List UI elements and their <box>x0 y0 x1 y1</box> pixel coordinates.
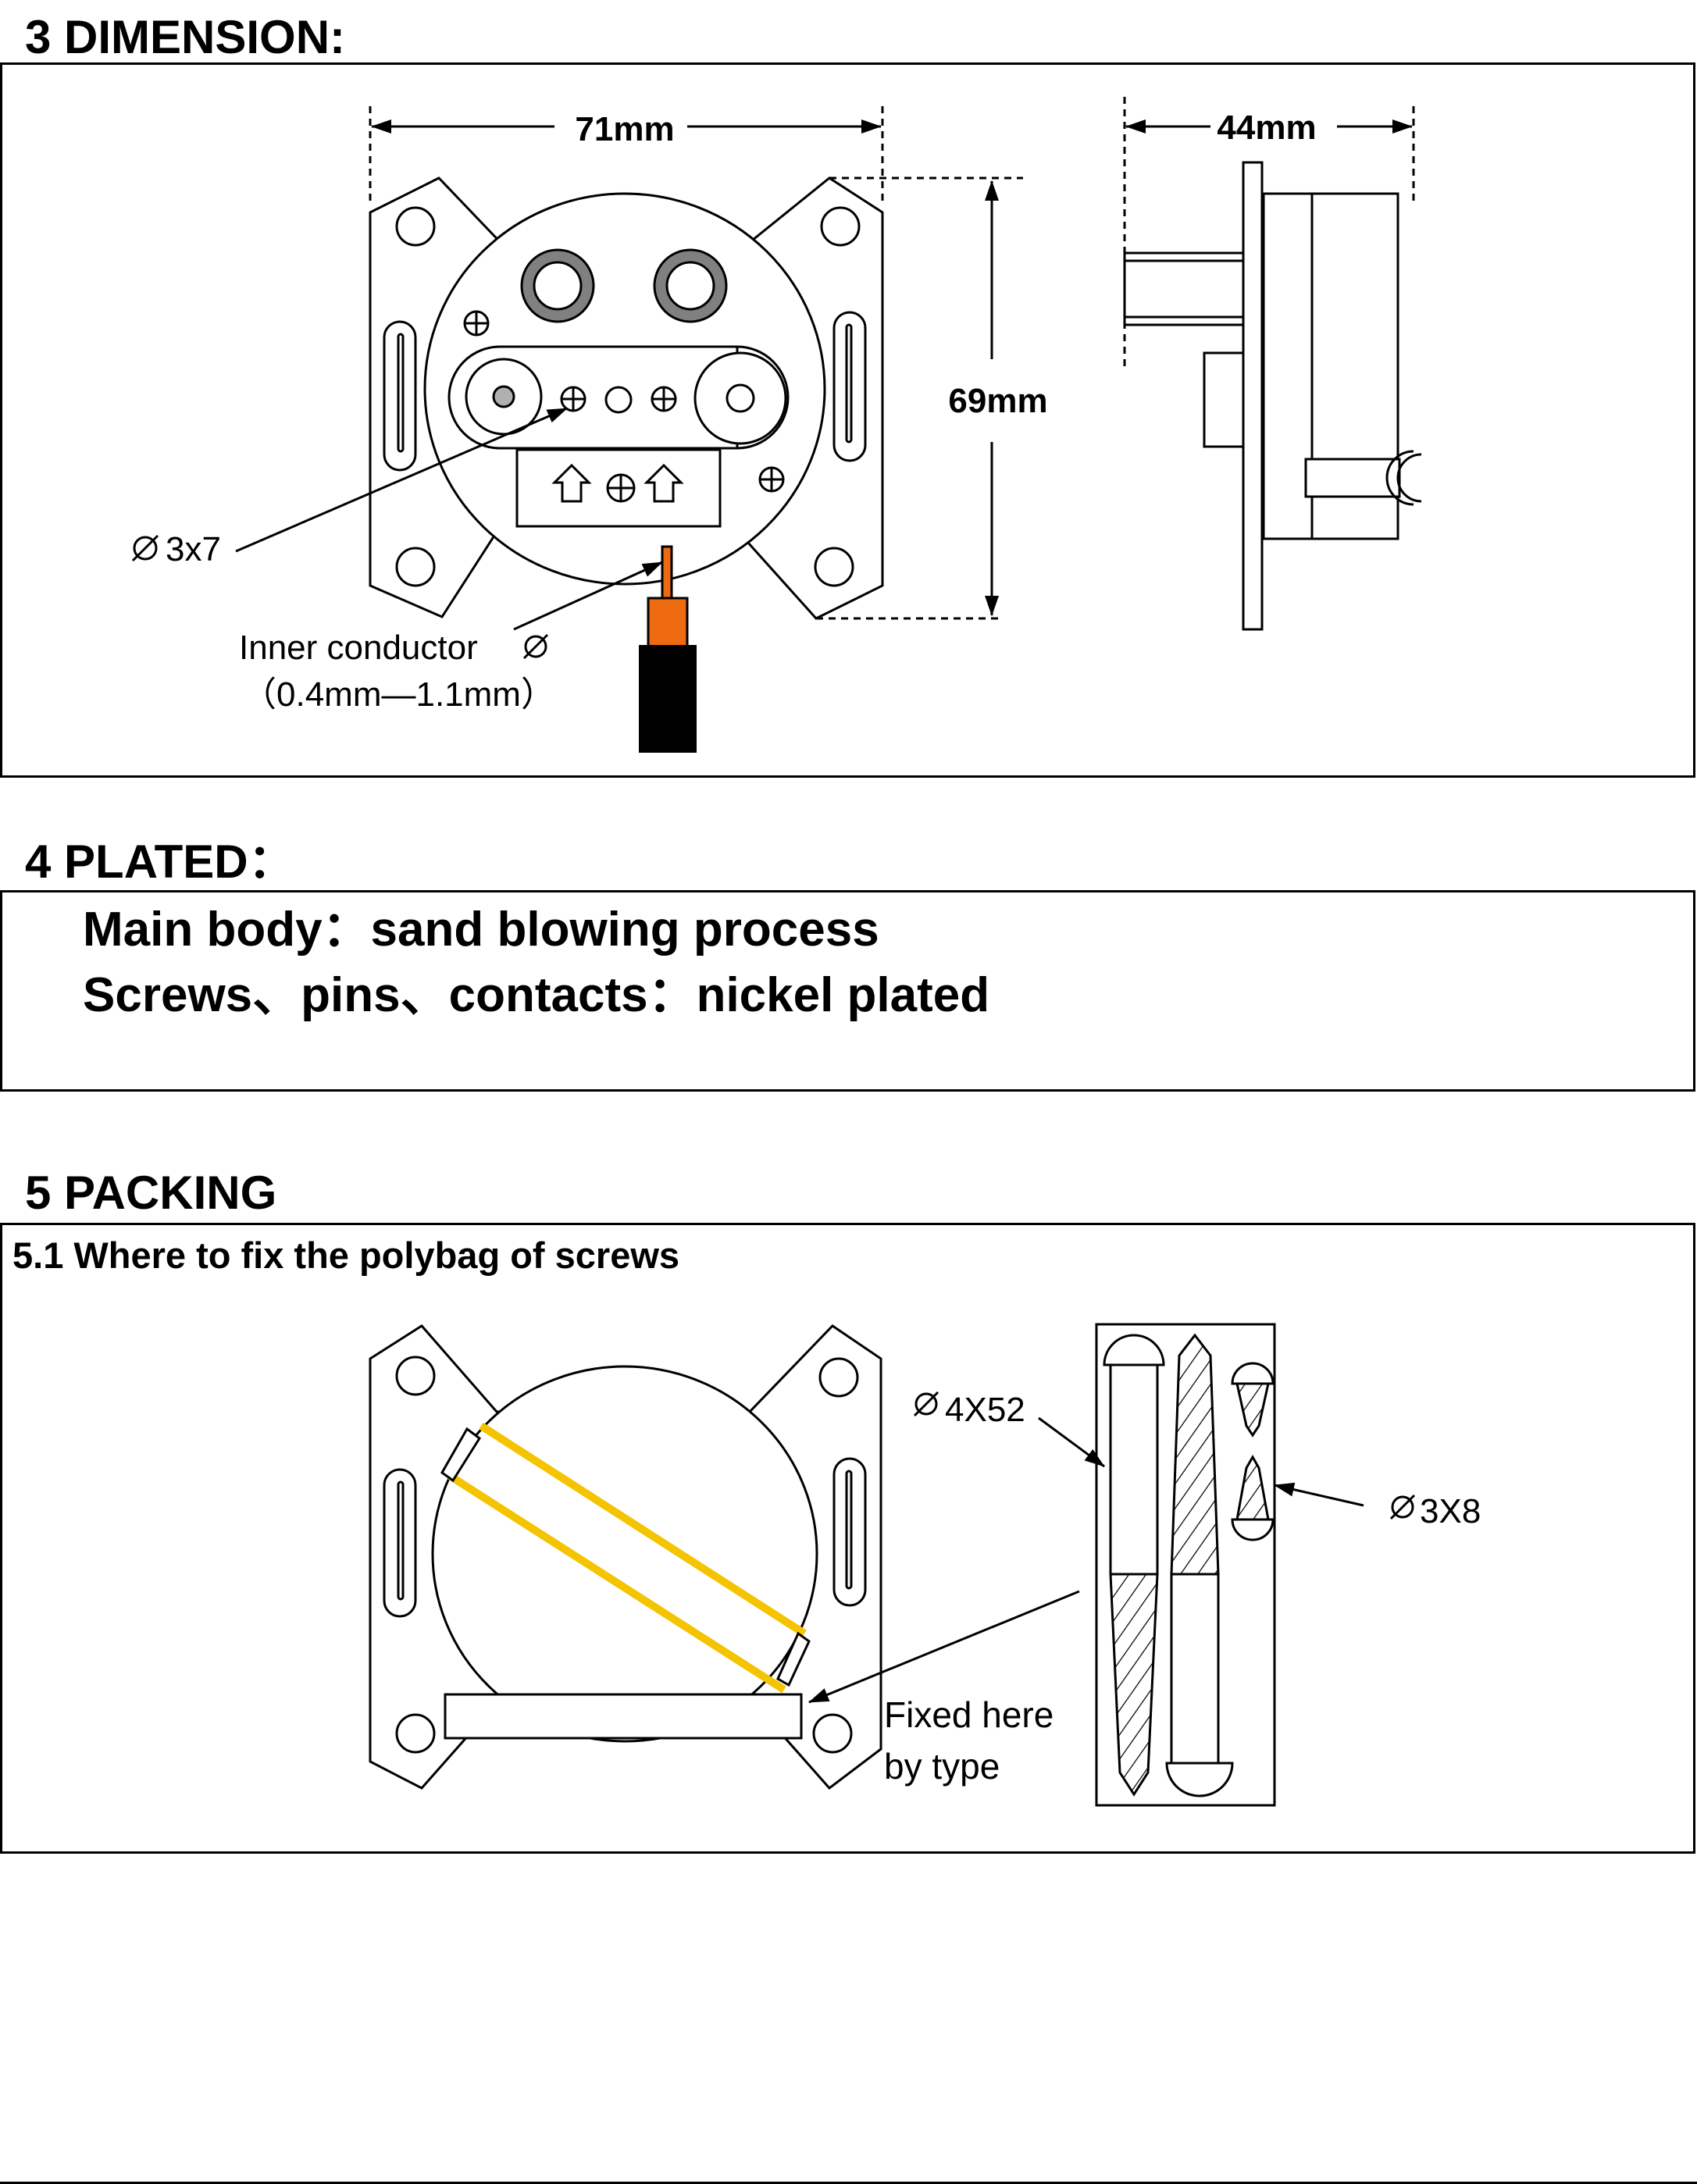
up-arrow-icon <box>644 463 684 503</box>
phillips-screw-icon <box>758 466 785 493</box>
plated-main-body: Main body：sand blowing process <box>83 903 879 957</box>
section-heading-packing: 5 PACKING <box>25 1167 277 1219</box>
fixed-here-label: Fixed here <box>884 1694 1053 1735</box>
depth-label: 44mm <box>1217 109 1316 147</box>
side-view <box>1123 161 1422 631</box>
section-heading-dimension: 3 DIMENSION: <box>25 11 346 63</box>
packing-panel <box>0 1223 1695 1854</box>
plated-screws-pins: Screws、pins、contacts：nickel plated <box>83 968 990 1022</box>
page-bottom-rule <box>0 2182 1697 2184</box>
diameter-symbol-icon <box>522 633 549 660</box>
section-heading-plated: 4 PLATED： <box>25 835 295 888</box>
packing-plate <box>369 1324 882 1790</box>
packing-subheading: 5.1 Where to fix the polybag of screws <box>12 1235 680 1276</box>
packing-drawing: 4X52 3X8 Fixed here by type <box>369 1323 1481 1807</box>
screw-polybag <box>1095 1323 1276 1807</box>
phillips-screw-icon <box>463 310 490 337</box>
height-dimension: 69mm <box>816 176 1048 620</box>
plated-panel <box>0 890 1695 1092</box>
inner-conductor-range: （0.4mm—1.1mm） <box>242 675 555 714</box>
phillips-screw-icon <box>560 386 586 412</box>
dimension-drawing: 71mm 44mm 69mm <box>131 97 1422 753</box>
fixed-here-type-label: by type <box>884 1746 1000 1787</box>
height-label: 69mm <box>948 382 1047 420</box>
diameter-symbol-icon <box>1389 1494 1416 1520</box>
width-dimension: 71mm <box>369 106 884 205</box>
dimension-panel <box>0 62 1695 778</box>
up-arrow-icon <box>551 463 592 503</box>
width-label: 71mm <box>575 110 674 148</box>
polybag-strap <box>440 1422 811 1694</box>
screw-size-label: 3x7 <box>166 530 221 568</box>
small-screw-label: 3X8 <box>1420 1492 1481 1530</box>
diameter-symbol-icon <box>131 534 159 562</box>
diameter-symbol-icon <box>913 1391 939 1417</box>
large-screw-label: 4X52 <box>945 1391 1025 1429</box>
coax-cable <box>639 545 697 753</box>
inner-conductor-label: Inner conductor <box>239 629 478 667</box>
front-view <box>369 176 884 620</box>
phillips-screw-icon <box>651 386 677 412</box>
phillips-screw-icon <box>606 473 636 503</box>
